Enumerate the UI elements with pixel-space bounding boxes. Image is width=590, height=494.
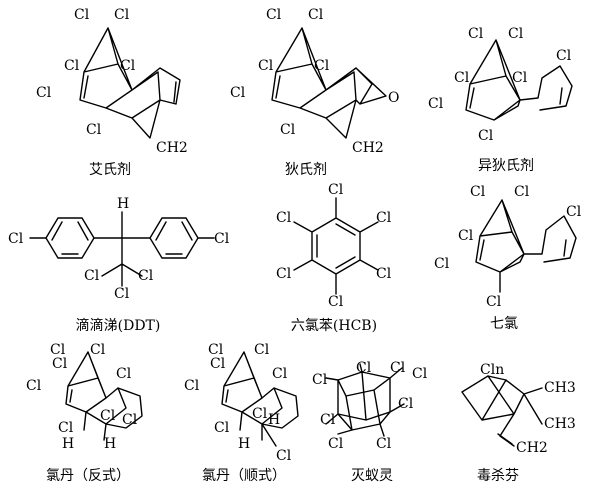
trans-chlordane-label-1: Cl [50,342,66,358]
cis-chlordane-label-8: Cl [276,448,292,464]
ddt-label-2: Cl [8,231,24,247]
mirex-label-6: Cl [320,412,336,428]
endrin-name: 异狄氏剂 [478,158,534,174]
heptachlor-label-1: Cl [470,184,486,200]
aldrin-label-3: Cl [64,58,80,74]
structure-mirex: Cl Cl Cl Cl Cl Cl Cl Cl 灭蚁灵 [312,360,428,484]
mirex-label-3: Cl [390,360,406,376]
dieldrin-name: 狄氏剂 [285,162,327,178]
mirex-label-4: Cl [412,366,428,382]
mirex-label-8: Cl [376,436,392,452]
structure-toxaphene: Cln CH3 CH3 CH2 毒杀芬 [461,362,576,484]
toxaphene-label-3: CH3 [544,416,576,432]
cis-chlordane-label-10: H [268,412,280,428]
ddt-label-1: H [117,196,129,212]
heptachlor-label-2: Cl [514,184,530,200]
cis-chlordane-label-7: Cl [214,420,230,436]
structure-dieldrin: Cl Cl Cl Cl Cl Cl O CH2 狄氏剂 [230,7,399,178]
heptachlor-label-4: Cl [458,228,474,244]
dieldrin-label-2: Cl [308,7,324,23]
mirex-label-2: Cl [356,360,372,376]
aldrin-label-2: Cl [114,7,130,23]
dieldrin-label-4: Cl [314,58,330,74]
trans-chlordane-label-2: Cl [90,342,106,358]
ddt-label-6: Cl [114,286,130,302]
cis-chlordane-label-2: Cl [254,342,270,358]
structure-aldrin: Cl Cl Cl Cl Cl Cl CH2 艾氏剂 [36,7,188,178]
toxaphene-name: 毒杀芬 [477,468,519,484]
dieldrin-label-5: Cl [230,85,246,101]
dieldrin-label-3: Cl [258,58,274,74]
cis-chlordane-label-9: H [238,436,250,452]
trans-chlordane-label-7: Cl [58,420,74,436]
heptachlor-label-5: Cl [434,256,450,272]
endrin-label-6: Cl [428,96,444,112]
cis-chlordane-label-3: Cl [210,356,226,372]
aldrin-name: 艾氏剂 [89,162,131,178]
trans-chlordane-name: 氯丹（反式） [46,468,130,484]
endrin-label-7: Cl [478,128,494,144]
structure-ddt: H Cl Cl Cl Cl Cl 滴滴涕(DDT) [8,196,230,334]
endrin-label-5: Cl [512,70,528,86]
heptachlor-label-3: Cl [566,204,582,220]
cis-chlordane-label-1: Cl [208,342,224,358]
toxaphene-label-4: CH2 [516,440,548,456]
structure-trans-chlordane: Cl Cl Cl Cl Cl Cl Cl Cl H H 氯丹（反式） [26,342,143,484]
cis-chlordane-label-6: Cl [252,406,268,422]
dieldrin-label-7: O [388,90,399,106]
heptachlor-label-6: Cl [486,294,502,310]
hcb-label-6: Cl [276,210,292,226]
structure-cis-chlordane: Cl Cl Cl Cl Cl Cl Cl Cl H H 氯丹（顺式） [184,342,299,484]
hcb-label-2: Cl [376,210,392,226]
aldrin-label-4: Cl [120,58,136,74]
trans-chlordane-label-5: Cl [26,378,42,394]
structure-endrin: Cl Cl Cl Cl Cl Cl Cl 异狄氏剂 [428,26,573,174]
endrin-label-4: Cl [454,70,470,86]
aldrin-label-6: Cl [86,122,102,138]
ddt-label-5: Cl [138,268,154,284]
hcb-label-5: Cl [276,266,292,282]
ddt-label-3: Cl [214,231,230,247]
cis-chlordane-label-4: Cl [272,366,288,382]
trans-chlordane-label-4: Cl [116,366,132,382]
cis-chlordane-label-5: Cl [184,378,200,394]
aldrin-label-5: Cl [36,85,52,101]
trans-chlordane-label-3: Cl [52,356,68,372]
dieldrin-label-1: Cl [266,7,282,23]
hcb-label-1: Cl [328,182,344,198]
mirex-label-1: Cl [312,372,328,388]
mirex-name: 灭蚁灵 [351,468,393,484]
aldrin-label-1: Cl [74,7,90,23]
trans-chlordane-label-6: Cl [100,408,116,424]
cis-chlordane-name: 氯丹（顺式） [202,468,286,484]
mirex-label-7: Cl [328,436,344,452]
endrin-label-1: Cl [468,26,484,42]
hcb-name: 六氯苯(HCB) [291,317,377,334]
ddt-name: 滴滴涕(DDT) [76,317,161,334]
ddt-label-4: Cl [84,268,100,284]
trans-chlordane-label-10: H [104,436,116,452]
trans-chlordane-label-8: Cl [122,412,138,428]
hcb-label-3: Cl [376,266,392,282]
dieldrin-label-8: CH2 [352,140,384,156]
hcb-label-4: Cl [328,294,344,310]
endrin-label-2: Cl [508,26,524,42]
endrin-label-3: Cl [556,48,572,64]
mirex-label-5: Cl [398,396,414,412]
toxaphene-label-1: Cln [480,362,504,378]
dieldrin-label-6: Cl [280,122,296,138]
structure-heptachlor: Cl Cl Cl Cl Cl Cl 七氯 [434,184,582,332]
heptachlor-name: 七氯 [490,316,518,332]
structure-hcb: Cl Cl Cl Cl Cl Cl 六氯苯(HCB) [276,182,392,334]
toxaphene-label-2: CH3 [544,380,576,396]
trans-chlordane-label-9: H [62,436,74,452]
aldrin-label-7: CH2 [156,140,188,156]
